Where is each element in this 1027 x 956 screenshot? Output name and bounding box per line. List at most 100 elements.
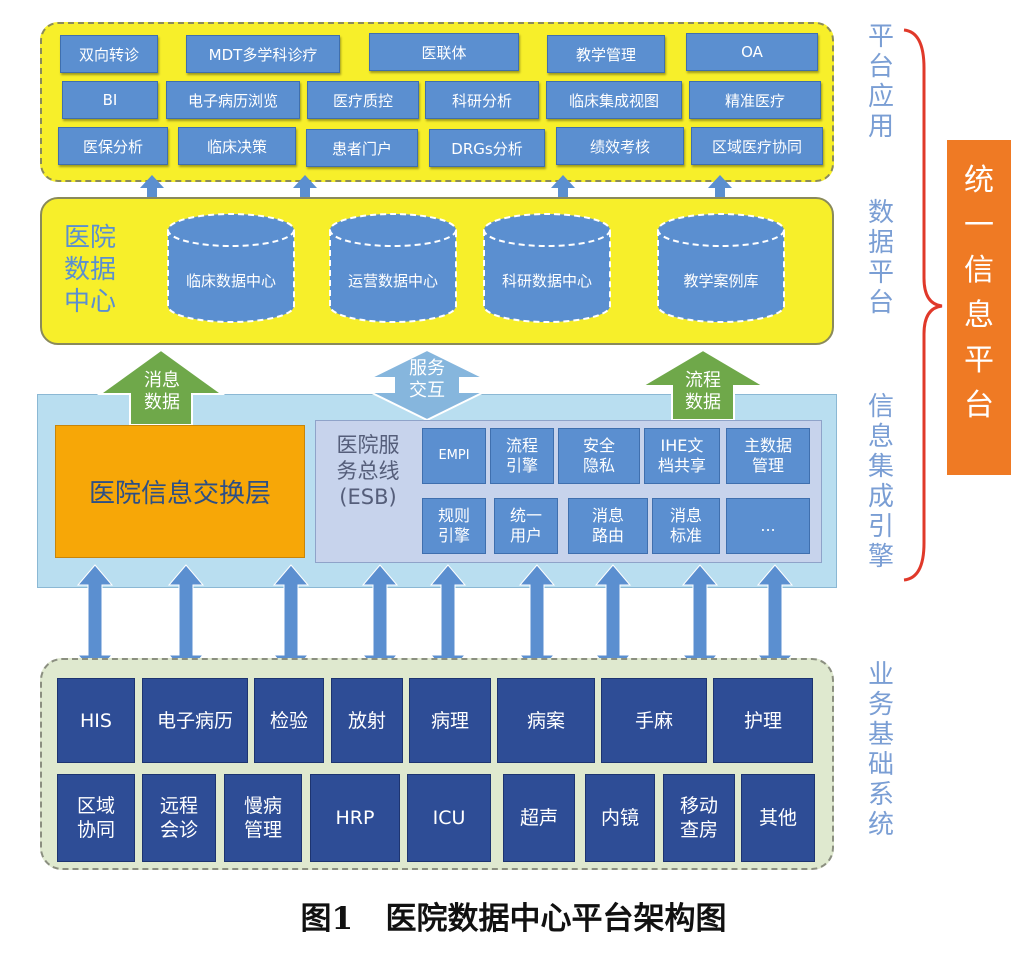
app-button[interactable]: 区域医疗协同 <box>691 127 823 165</box>
esb-module-line: 引擎 <box>437 526 470 545</box>
esb-module[interactable]: 安全隐私 <box>558 428 640 484</box>
esb-module-line: 用户 <box>509 526 542 545</box>
esb-module-line: 统一 <box>509 506 542 525</box>
database-icon <box>483 213 611 323</box>
esb-module[interactable]: 流程引擎 <box>490 428 554 484</box>
esb-module-line: 引擎 <box>505 456 538 475</box>
esb-module-line: IHE文 <box>660 436 704 455</box>
system-box[interactable]: 护理 <box>713 678 813 763</box>
system-box[interactable]: 慢病管理 <box>224 774 302 862</box>
system-box[interactable]: 病案 <box>497 678 595 763</box>
data-store-label: 运营数据中心 <box>347 272 438 290</box>
app-button[interactable]: DRGs分析 <box>429 129 545 167</box>
esb-module-line: 管理 <box>751 456 784 475</box>
system-box[interactable]: 内镜 <box>585 774 655 862</box>
app-button[interactable]: 医保分析 <box>58 127 168 165</box>
system-box[interactable]: 其他 <box>741 774 815 862</box>
data-store-cylinder[interactable]: 教学案例库 <box>656 212 786 324</box>
app-button[interactable]: 临床集成视图 <box>546 81 682 119</box>
system-box-line: 慢病 <box>243 795 282 817</box>
esb-module-line: 隐私 <box>582 456 615 475</box>
system-box[interactable]: HIS <box>57 678 135 763</box>
esb-module-line: 消息 <box>669 506 702 525</box>
esb-module[interactable]: 消息标准 <box>652 498 720 554</box>
esb-module-line: 标准 <box>669 526 702 545</box>
system-box-line: 会诊 <box>159 819 198 841</box>
data-store-cylinder[interactable]: 科研数据中心 <box>482 212 612 324</box>
data-center-title: 医院数据中心 <box>64 223 117 317</box>
system-box[interactable]: ICU <box>407 774 491 862</box>
esb-module[interactable]: 主数据管理 <box>726 428 810 484</box>
esb-module-line: 档共享 <box>657 456 706 475</box>
app-button[interactable]: 电子病历浏览 <box>166 81 300 119</box>
esb-module-line: 主数据 <box>743 436 792 455</box>
esb-module-line: EMPI <box>438 448 470 463</box>
esb-module-line: 流程 <box>505 436 538 455</box>
esb-module[interactable]: 统一用户 <box>494 498 558 554</box>
app-button[interactable]: MDT多学科诊疗 <box>186 35 340 73</box>
system-box-line: 内镜 <box>600 807 639 829</box>
esb-module-line: 规则 <box>437 506 470 525</box>
esb-module[interactable]: 消息路由 <box>568 498 648 554</box>
business-systems-label: 业务基础系统 <box>867 660 894 840</box>
system-box[interactable]: 超声 <box>503 774 575 862</box>
esb-module[interactable]: IHE文档共享 <box>644 428 720 484</box>
esb-module[interactable]: ... <box>726 498 810 554</box>
data-store-label: 科研数据中心 <box>501 272 592 290</box>
app-button[interactable]: 医疗质控 <box>307 81 419 119</box>
integration-engine-label: 信息集成引擎 <box>867 392 894 572</box>
app-button[interactable]: 患者门户 <box>306 129 418 167</box>
system-box-line: ICU <box>432 807 466 829</box>
database-icon <box>329 213 457 323</box>
esb-module-line: 路由 <box>591 526 624 545</box>
app-button[interactable]: 科研分析 <box>425 81 539 119</box>
process-data-label: 流程数据 <box>685 370 721 413</box>
system-box[interactable]: 远程会诊 <box>142 774 216 862</box>
app-button[interactable]: 临床决策 <box>178 127 296 165</box>
unified-platform-label: 统一信息平台 <box>947 140 1011 475</box>
app-button[interactable]: 精准医疗 <box>689 81 821 119</box>
hospital-exchange-layer[interactable]: 医院信息交换层 <box>55 425 305 558</box>
brace-icon <box>903 28 943 582</box>
app-button[interactable]: OA <box>686 33 818 71</box>
esb-module[interactable]: EMPI <box>422 428 486 484</box>
app-button[interactable]: BI <box>62 81 158 119</box>
system-box[interactable]: 手麻 <box>601 678 707 763</box>
system-box-line: HRP <box>335 807 375 829</box>
app-button[interactable]: 教学管理 <box>547 35 665 73</box>
system-box[interactable]: 检验 <box>254 678 324 763</box>
app-button[interactable]: 双向转诊 <box>60 35 158 73</box>
esb-module-line: ... <box>760 516 776 535</box>
esb-module[interactable]: 规则引擎 <box>422 498 486 554</box>
system-box-line: 协同 <box>76 819 115 841</box>
esb-title: 医院服 务总线 (ESB) <box>322 432 414 510</box>
data-store-label: 教学案例库 <box>683 272 759 290</box>
system-box-line: 远程 <box>159 795 198 817</box>
system-box[interactable]: 放射 <box>331 678 403 763</box>
system-box[interactable]: 区域协同 <box>57 774 135 862</box>
data-store-cylinder[interactable]: 运营数据中心 <box>328 212 458 324</box>
data-store-cylinder[interactable]: 临床数据中心 <box>166 212 296 324</box>
system-box-line: 移动 <box>679 795 718 817</box>
message-data-label: 消息数据 <box>144 370 180 413</box>
app-button[interactable]: 医联体 <box>369 33 519 71</box>
esb-title-line: (ESB) <box>339 485 397 509</box>
figure-caption: 图1 医院数据中心平台架构图 <box>300 901 727 937</box>
data-platform-label: 数据平台 <box>867 198 894 318</box>
app-button[interactable]: 绩效考核 <box>556 127 684 165</box>
data-store-label: 临床数据中心 <box>185 272 276 290</box>
system-box-line: 管理 <box>243 819 282 841</box>
system-box[interactable]: 移动查房 <box>663 774 735 862</box>
system-box-line: 超声 <box>519 807 558 829</box>
system-box[interactable]: HRP <box>310 774 400 862</box>
esb-title-line: 务总线 <box>336 459 400 483</box>
system-box-line: 其他 <box>758 807 797 829</box>
esb-module-line: 安全 <box>582 436 615 455</box>
system-box[interactable]: 电子病历 <box>142 678 248 763</box>
system-box-line: 查房 <box>679 819 718 841</box>
esb-module-line: 消息 <box>591 506 624 525</box>
database-icon <box>167 213 295 323</box>
system-box[interactable]: 病理 <box>409 678 491 763</box>
service-interaction-label: 服务交互 <box>409 358 445 401</box>
system-box-line: 区域 <box>76 795 115 817</box>
